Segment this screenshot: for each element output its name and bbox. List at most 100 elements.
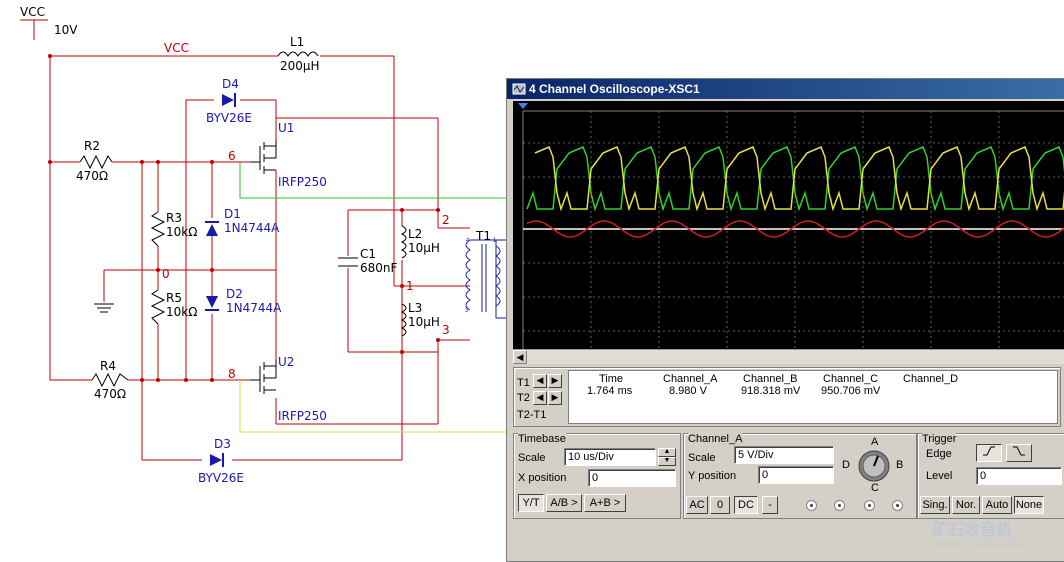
t1-ref: T1 (475, 229, 491, 243)
vcc-source-label: VCC (20, 5, 45, 19)
t1-pin-4: 4 (466, 238, 470, 244)
timebase-title: Timebase (518, 433, 566, 445)
a-plus-b-mode-button[interactable]: A+B > (584, 494, 626, 512)
t1-left-arrow-icon[interactable]: ◀ (533, 374, 547, 388)
trigger-none-button[interactable]: None (1014, 496, 1044, 514)
falling-edge-button[interactable] (1006, 444, 1032, 462)
t1-time-value: 1.764 ms (587, 385, 633, 397)
cursor-t1-marker[interactable] (518, 103, 528, 109)
scroll-left-icon[interactable]: ◀ (513, 350, 527, 364)
l1-ref: L1 (290, 35, 304, 49)
d1-ref: D1 (224, 207, 241, 221)
oscilloscope-app-icon (512, 83, 526, 95)
trace-channel-b (534, 146, 1064, 212)
trigger-edge-label: Edge (926, 448, 952, 460)
channel-title: Channel_A (688, 433, 743, 445)
scope-screen[interactable] (513, 101, 1064, 349)
capacitor-c1 (338, 257, 358, 267)
t2-left-arrow-icon[interactable]: ◀ (533, 391, 547, 405)
inductor-l3 (400, 303, 407, 337)
resistor-r5 (150, 289, 166, 325)
t1-right-arrow-icon[interactable]: ▶ (548, 374, 562, 388)
y-position-field[interactable]: 0 (758, 466, 834, 484)
trigger-level-field[interactable]: 0 (976, 467, 1062, 485)
knob-label-a: A (871, 436, 879, 448)
coupling-dc-button[interactable]: DC (734, 496, 758, 514)
diode-d4 (222, 93, 236, 107)
inductor-l1 (277, 51, 319, 57)
scope-display (518, 103, 1064, 349)
t2-right-arrow-icon[interactable]: ▶ (548, 391, 562, 405)
r2-value: 470Ω (76, 169, 108, 183)
mosfet-u1 (250, 140, 277, 174)
zener-d1 (205, 221, 219, 236)
header-channel-a: Channel_A (663, 373, 718, 385)
wires-red (20, 19, 470, 461)
l2-ref: L2 (408, 227, 422, 241)
l3-ref: L3 (408, 301, 422, 315)
r5-ref: R5 (166, 291, 182, 305)
timebase-spin-down-icon[interactable]: ▼ (658, 457, 676, 466)
channel-group: Channel_A Scale 5 V/Div Y position 0 AC … (683, 433, 917, 519)
resistor-r2 (79, 154, 113, 170)
node-8: 8 (228, 367, 236, 381)
timebase-scale-field[interactable]: 10 us/Div (564, 448, 656, 466)
timebase-scale-label: Scale (518, 452, 546, 464)
readout-table: Time Channel_A Channel_B Channel_C Chann… (568, 370, 1058, 424)
ab-mode-button[interactable]: A/B > (546, 494, 582, 512)
wires-blue (470, 239, 506, 319)
diode-d3 (210, 453, 224, 467)
node-3: 3 (442, 323, 450, 337)
coupling-minus-button[interactable]: - (762, 496, 778, 514)
oscilloscope-title: 4 Channel Oscilloscope-XSC1 (529, 82, 700, 96)
timebase-spin-up-icon[interactable]: ▲ (658, 448, 676, 457)
header-channel-c: Channel_C (823, 373, 879, 385)
mosfet-u2 (250, 360, 277, 394)
trigger-auto-button[interactable]: Auto (982, 496, 1012, 514)
rising-edge-icon (983, 446, 995, 456)
header-time: Time (599, 373, 624, 385)
rising-edge-button[interactable] (976, 444, 1002, 462)
trigger-title: Trigger (922, 433, 957, 445)
t1-pin-3: 3 (465, 308, 469, 314)
t1-channel-b-value: 918.318 mV (741, 385, 801, 397)
channel-scale-field[interactable]: 5 V/Div (734, 446, 834, 464)
zener-d2 (205, 296, 219, 311)
channel-c-radio[interactable] (864, 500, 875, 511)
node-0: 0 (162, 267, 170, 281)
trigger-normal-button[interactable]: Nor. (952, 496, 980, 514)
r5-value: 10kΩ (166, 305, 197, 319)
d2-value: 1N4744A (226, 301, 282, 315)
yt-mode-button[interactable]: Y/T (518, 494, 544, 512)
x-position-field[interactable]: 0 (588, 469, 676, 487)
inductor-l2 (400, 225, 407, 259)
channel-b-radio[interactable] (834, 500, 845, 511)
u2-value: IRFP250 (278, 409, 327, 423)
r3-value: 10kΩ (166, 225, 197, 239)
channel-d-radio[interactable] (892, 500, 903, 511)
trigger-single-button[interactable]: Sing. (920, 496, 950, 514)
ground-symbol (94, 303, 114, 313)
scope-horizontal-scrollbar[interactable]: ◀ (513, 349, 1064, 364)
timebase-group: Timebase Scale 10 us/Div ▲ ▼ X position … (513, 433, 681, 519)
channel-a-radio[interactable] (806, 500, 817, 511)
d4-value: BYV26E (206, 111, 252, 125)
channel-selector-knob-icon[interactable] (854, 448, 894, 484)
coupling-zero-button[interactable]: 0 (710, 496, 730, 514)
trigger-level-label: Level (926, 470, 953, 482)
t2-t1-label: T2-T1 (517, 409, 547, 421)
coupling-ac-button[interactable]: AC (686, 496, 708, 514)
oscilloscope-title-bar[interactable]: 4 Channel Oscilloscope-XSC1 (507, 79, 1064, 99)
u2-ref: U2 (278, 355, 294, 369)
falling-edge-icon (1013, 446, 1025, 456)
watermark-title: 矿石收音机 (932, 520, 1013, 539)
trace-channel-c (526, 220, 1064, 238)
watermark-url: www.crystalradio.cn (936, 539, 1037, 550)
knob-label-c: C (871, 482, 879, 494)
oscilloscope-window[interactable]: 4 Channel Oscilloscope-XSC1 ◀ T1 (506, 78, 1064, 562)
cursor-readout-panel: T1 ◀ ▶ T2 ◀ ▶ T2-T1 Time Channel_A Chann… (513, 367, 1061, 427)
d1-value: 1N4744A (224, 221, 280, 235)
trace-channel-a (526, 146, 1064, 212)
resistor-r4 (91, 372, 129, 388)
t1-channel-c-value: 950.706 mV (821, 385, 881, 397)
